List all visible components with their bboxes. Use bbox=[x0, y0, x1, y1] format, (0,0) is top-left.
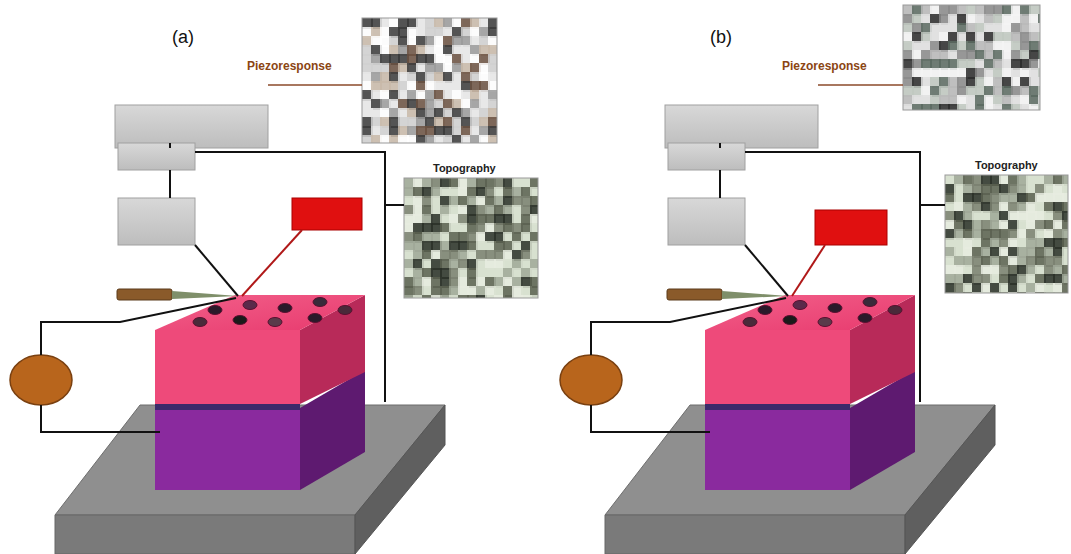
piezoresponse-image-frame bbox=[362, 18, 497, 143]
instrument-box bbox=[118, 198, 195, 245]
panel-label: (a) bbox=[172, 28, 194, 48]
piezoresponse-image bbox=[903, 5, 1040, 110]
box-link bbox=[169, 143, 171, 148]
electrode-layer bbox=[155, 403, 300, 410]
topography-wire bbox=[385, 204, 404, 206]
source-wire-top bbox=[591, 298, 786, 355]
topography-image bbox=[945, 175, 1068, 293]
stage-side bbox=[355, 405, 445, 554]
source-wire-bottom bbox=[41, 405, 160, 432]
film-front bbox=[705, 330, 850, 404]
domain-dot bbox=[233, 316, 247, 325]
topography-image-pixel bbox=[530, 286, 538, 297]
tip-wire bbox=[745, 245, 788, 296]
domain-dot bbox=[783, 316, 797, 325]
instrument-box bbox=[665, 105, 818, 148]
domain-dot bbox=[278, 304, 292, 313]
stage-front bbox=[55, 515, 355, 554]
piezoresponse-image-frame bbox=[903, 5, 1040, 110]
topography-image-ground bbox=[945, 175, 1068, 293]
ac-source bbox=[560, 355, 622, 405]
domain-dot bbox=[818, 318, 832, 327]
domain-dot bbox=[193, 318, 207, 327]
domain-dot bbox=[268, 318, 282, 327]
domain-dot bbox=[793, 301, 807, 310]
substrate-front bbox=[705, 408, 850, 490]
instrument-box bbox=[115, 105, 268, 148]
cantilever bbox=[722, 291, 788, 299]
film-front bbox=[155, 330, 300, 404]
film-top bbox=[705, 295, 915, 330]
domain-dot bbox=[758, 306, 772, 315]
panel-label: (b) bbox=[710, 28, 732, 48]
topography-image-pixel bbox=[1062, 283, 1068, 293]
image-label: Topography bbox=[433, 162, 496, 174]
domain-dot bbox=[308, 314, 322, 323]
image-label: Piezoresponse bbox=[247, 60, 332, 73]
instrument-box bbox=[668, 143, 745, 170]
tip-wire bbox=[195, 245, 238, 296]
domain-dot bbox=[243, 301, 257, 310]
instrument-box bbox=[118, 143, 195, 170]
domain-dot bbox=[828, 304, 842, 313]
topography-image-ground bbox=[404, 178, 538, 298]
electrode-layer bbox=[705, 403, 850, 410]
source-wire-top bbox=[41, 298, 236, 355]
panel-b bbox=[560, 5, 1068, 554]
substrate-front bbox=[155, 408, 300, 490]
laser-beam bbox=[792, 245, 825, 296]
box-link bbox=[169, 170, 171, 198]
domain-dot bbox=[858, 314, 872, 323]
domain-dot bbox=[208, 306, 222, 315]
domain-dot bbox=[338, 306, 352, 315]
ac-source bbox=[10, 355, 72, 405]
piezoresponse-image-ground bbox=[362, 18, 497, 143]
piezoresponse-image-ground bbox=[903, 5, 1040, 110]
panel-a bbox=[10, 18, 538, 554]
image-label: Piezoresponse bbox=[782, 60, 867, 73]
domain-dot bbox=[743, 318, 757, 327]
piezoresponse-image-pixel bbox=[488, 135, 497, 143]
stage-side bbox=[905, 405, 995, 554]
stage-front bbox=[605, 515, 905, 554]
topography-image bbox=[404, 178, 538, 298]
piezo-wire bbox=[818, 84, 903, 86]
domain-dot bbox=[313, 298, 327, 307]
piezo-wire bbox=[268, 84, 362, 86]
laser-beam bbox=[242, 230, 302, 296]
laser-box bbox=[815, 210, 887, 245]
domain-dot bbox=[888, 306, 902, 315]
laser-box bbox=[292, 198, 362, 230]
cantilever-holder bbox=[117, 289, 172, 300]
topography-wire bbox=[920, 204, 945, 206]
piezoresponse-image-pixel bbox=[1029, 104, 1040, 110]
source-wire-bottom bbox=[591, 405, 710, 432]
image-label: Topography bbox=[975, 159, 1038, 171]
piezoresponse-image bbox=[362, 18, 497, 143]
film-top bbox=[155, 295, 365, 330]
cantilever-holder bbox=[667, 289, 722, 300]
cantilever bbox=[172, 291, 238, 299]
domain-dot bbox=[863, 298, 877, 307]
box-link bbox=[719, 143, 721, 148]
topography-image-frame bbox=[945, 175, 1068, 293]
feedback-wire bbox=[745, 152, 920, 402]
feedback-wire bbox=[195, 152, 385, 402]
topography-image-frame bbox=[404, 178, 538, 298]
instrument-box bbox=[668, 198, 745, 245]
box-link bbox=[719, 170, 721, 198]
